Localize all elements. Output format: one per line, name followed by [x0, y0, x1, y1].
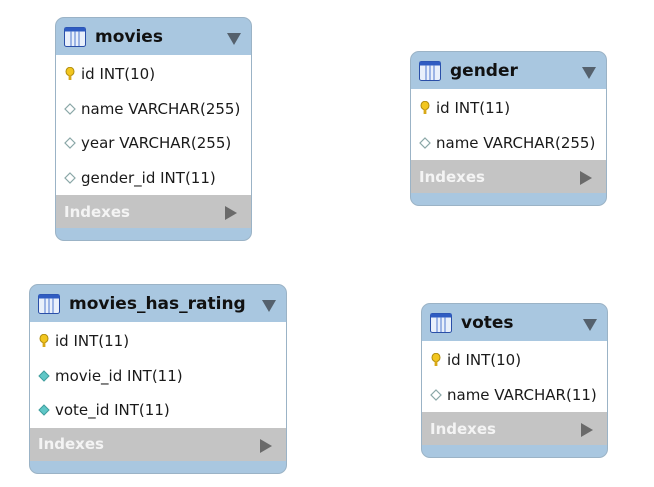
- column-row[interactable]: movie_id INT(11): [30, 359, 286, 394]
- table-header[interactable]: movies_has_rating: [30, 285, 286, 322]
- column-diamond-icon: [64, 102, 76, 116]
- expand-arrow-icon[interactable]: [581, 422, 593, 437]
- primary-key-icon: [38, 334, 50, 348]
- column-label: name VARCHAR(11): [447, 385, 597, 404]
- column-label: id INT(11): [436, 99, 511, 118]
- collapse-arrow-icon[interactable]: [262, 297, 276, 312]
- indexes-bar[interactable]: Indexes: [56, 195, 251, 228]
- table-footer: [56, 228, 251, 240]
- expand-arrow-icon[interactable]: [260, 438, 272, 453]
- column-list: id INT(11) movie_id INT(11) vote_id INT(…: [30, 322, 286, 428]
- column-row[interactable]: id INT(11): [411, 91, 606, 126]
- column-row[interactable]: name VARCHAR(11): [422, 378, 607, 413]
- foreign-key-diamond-icon: [38, 403, 50, 417]
- indexes-bar[interactable]: Indexes: [30, 427, 286, 461]
- table-title: gender: [450, 60, 518, 81]
- primary-key-icon: [64, 67, 76, 81]
- column-diamond-icon: [64, 171, 76, 185]
- column-row[interactable]: name VARCHAR(255): [56, 92, 251, 127]
- collapse-arrow-icon[interactable]: [583, 316, 597, 331]
- table-title: movies_has_rating: [69, 293, 246, 314]
- table-movies[interactable]: movies id INT(10) name VARCHAR(255) year…: [55, 17, 252, 241]
- column-diamond-icon: [419, 136, 431, 150]
- table-title: votes: [461, 312, 514, 333]
- column-label: id INT(10): [447, 351, 522, 370]
- primary-key-icon: [419, 101, 431, 115]
- table-votes[interactable]: votes id INT(10) name VARCHAR(11) Indexe…: [421, 303, 608, 458]
- column-label: id INT(10): [81, 65, 156, 84]
- table-header[interactable]: movies: [56, 18, 251, 55]
- expand-arrow-icon[interactable]: [225, 205, 237, 220]
- table-icon: [64, 26, 86, 47]
- column-label: name VARCHAR(255): [81, 99, 241, 118]
- indexes-label: Indexes: [64, 202, 130, 221]
- column-list: id INT(10) name VARCHAR(11): [422, 341, 607, 412]
- table-gender[interactable]: gender id INT(11) name VARCHAR(255) Inde…: [410, 51, 607, 206]
- column-row[interactable]: id INT(11): [30, 324, 286, 359]
- column-label: year VARCHAR(255): [81, 134, 232, 153]
- table-icon: [38, 293, 60, 314]
- column-row[interactable]: gender_id INT(11): [56, 161, 251, 196]
- column-row[interactable]: vote_id INT(11): [30, 393, 286, 428]
- column-diamond-icon: [64, 136, 76, 150]
- column-label: movie_id INT(11): [55, 366, 183, 385]
- table-icon: [430, 312, 452, 333]
- column-row[interactable]: id INT(10): [422, 343, 607, 378]
- indexes-label: Indexes: [38, 435, 104, 453]
- table-header[interactable]: gender: [411, 52, 606, 89]
- indexes-bar[interactable]: Indexes: [411, 160, 606, 193]
- column-label: gender_id INT(11): [81, 168, 216, 187]
- primary-key-icon: [430, 353, 442, 367]
- table-icon: [419, 60, 441, 81]
- table-header[interactable]: votes: [422, 304, 607, 341]
- table-footer: [411, 193, 606, 205]
- indexes-label: Indexes: [430, 419, 496, 438]
- column-row[interactable]: id INT(10): [56, 57, 251, 92]
- column-diamond-icon: [430, 388, 442, 402]
- expand-arrow-icon[interactable]: [580, 170, 592, 185]
- column-label: id INT(11): [55, 332, 130, 351]
- foreign-key-diamond-icon: [38, 369, 50, 383]
- column-label: name VARCHAR(255): [436, 133, 596, 152]
- table-footer: [30, 461, 286, 473]
- column-row[interactable]: name VARCHAR(255): [411, 126, 606, 161]
- column-list: id INT(10) name VARCHAR(255) year VARCHA…: [56, 55, 251, 195]
- column-label: vote_id INT(11): [55, 401, 170, 420]
- column-row[interactable]: year VARCHAR(255): [56, 126, 251, 161]
- table-title: movies: [95, 26, 163, 47]
- indexes-bar[interactable]: Indexes: [422, 412, 607, 445]
- indexes-label: Indexes: [419, 167, 485, 186]
- table-footer: [422, 445, 607, 457]
- collapse-arrow-icon[interactable]: [227, 30, 241, 45]
- column-list: id INT(11) name VARCHAR(255): [411, 89, 606, 160]
- table-movies-has-rating[interactable]: movies_has_rating id INT(11) movie_id IN…: [29, 284, 287, 474]
- collapse-arrow-icon[interactable]: [582, 64, 596, 79]
